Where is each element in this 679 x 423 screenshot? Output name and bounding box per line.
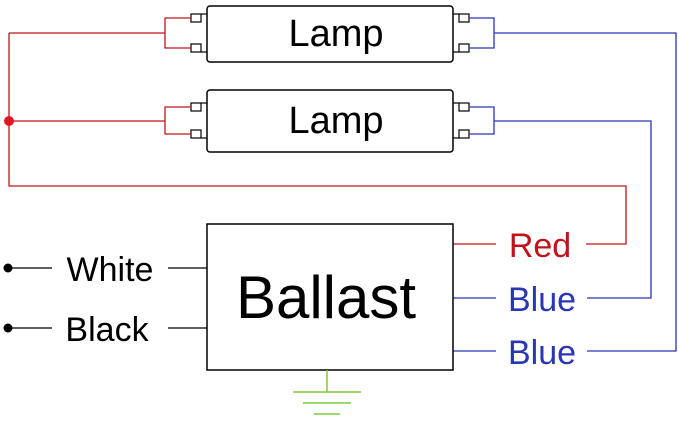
lamp-2-right-pin-bottom: [458, 129, 470, 139]
input-wiring: [8, 267, 207, 329]
lamp-2-left-pin-bottom: [190, 129, 202, 139]
lamp-1-right-pin-top: [458, 13, 470, 23]
output-label-red: Red: [509, 227, 571, 265]
lamp-2-left-pin-top: [190, 102, 202, 112]
input-label-white: White: [67, 251, 154, 289]
ballast-box: [206, 223, 454, 371]
blue-wire-lamp-2-run: [494, 120, 652, 299]
lamp-1-right-pin-bottom: [458, 43, 470, 53]
red-junction-dot: [4, 116, 14, 126]
ballast: Ballast: [206, 223, 454, 371]
lamp-2-label: Lamp: [288, 100, 383, 142]
output-label-blue-1: Blue: [508, 281, 576, 319]
lamp-2-right-pin-top: [458, 102, 470, 112]
ground-icon: [293, 370, 361, 415]
lamp-2: Lamp: [190, 89, 470, 153]
blue-wire-lamp-1-run: [494, 32, 677, 352]
lamp-2-tube: [206, 89, 454, 153]
red-wire-lamp-2-loop: [164, 106, 191, 135]
lamp-1-label: Lamp: [288, 13, 383, 55]
input-label-black: Black: [65, 311, 149, 349]
output-label-blue-2: Blue: [508, 334, 576, 372]
lamp-1: Lamp: [190, 5, 470, 63]
blue-wire-lamp-1-loop: [469, 17, 495, 49]
red-wiring: [8, 17, 627, 245]
ballast-label: Ballast: [236, 264, 416, 331]
lamp-1-left-pin-top: [190, 13, 202, 23]
lamp-1-left-pin-bottom: [190, 43, 202, 53]
white-terminal-dot: [3, 263, 13, 273]
lamp-1-tube: [206, 5, 454, 63]
black-terminal-dot: [3, 323, 13, 333]
red-wire-lamp-1-loop: [164, 17, 191, 49]
red-wire-main: [8, 33, 627, 245]
blue-wiring: [453, 17, 677, 352]
blue-wire-lamp-2-loop: [469, 106, 495, 135]
